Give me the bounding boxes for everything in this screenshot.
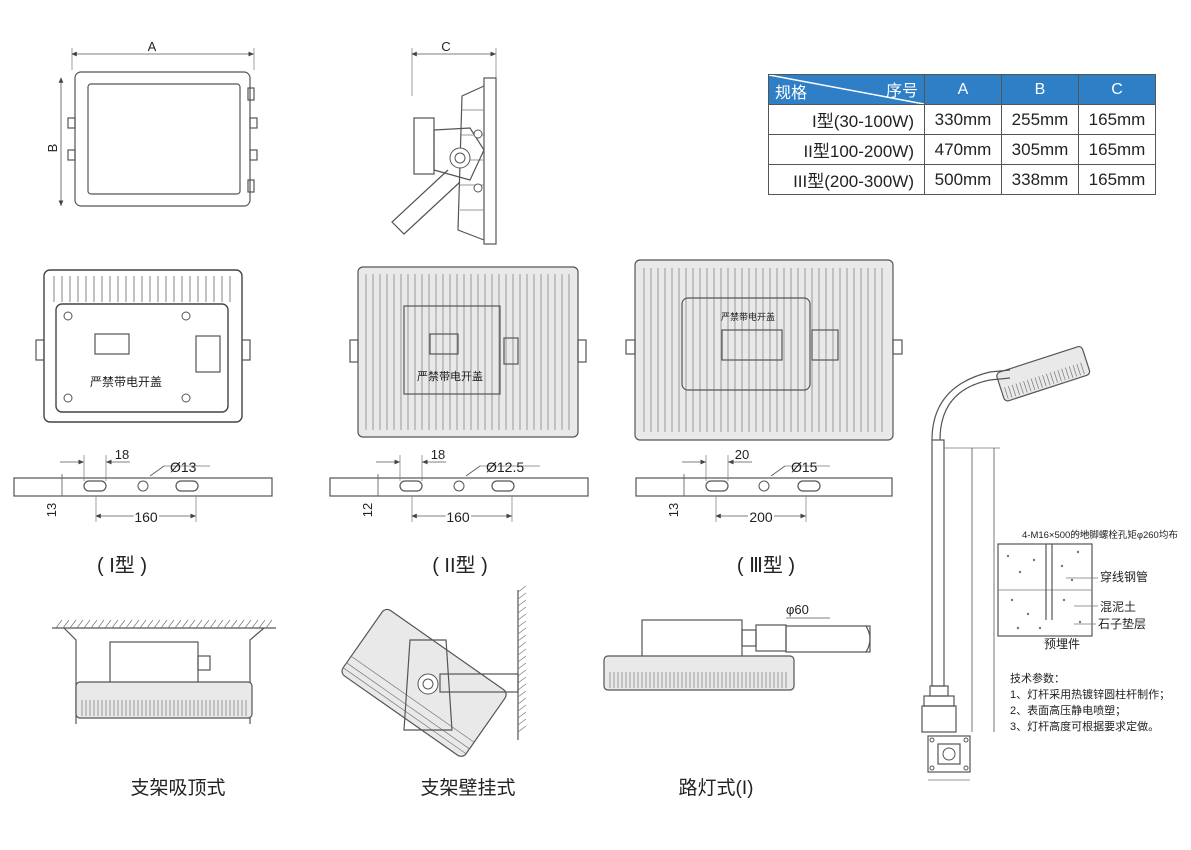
dim-c-label: C (441, 39, 450, 54)
row-3-label: III型(200-300W) (768, 164, 925, 195)
tech-item-3: 3、灯杆高度可根据要求定做。 (1010, 719, 1159, 733)
cover-label-2: 严禁带电开盖 (417, 369, 483, 383)
row-1-a: 330mm (924, 104, 1002, 135)
row-3-c: 165mm (1078, 164, 1156, 195)
street-mount: φ60 路灯式(I) (603, 602, 871, 799)
front-view: A B (45, 39, 258, 207)
bracket-1-edge: 13 (44, 503, 59, 517)
pole-bolt-note: 4-M16×500的地脚螺栓孔矩φ260均布 (1022, 529, 1178, 541)
pole-gravel: 石子垫层 (1098, 616, 1146, 631)
bracket-1-slot: 18 (115, 447, 129, 462)
wall-caption: 支架壁挂式 (420, 777, 515, 799)
bracket-3-edge: 13 (666, 503, 681, 517)
bracket-3: 20 Ø15 200 13 ( Ⅲ型 ) (635, 447, 893, 577)
dim-b-label: B (45, 144, 60, 153)
spec-header-row: 序号 规格 A B C (768, 74, 1156, 105)
spec-row: III型(200-300W) 500mm 338mm 165mm (768, 164, 1156, 195)
header-b: B (1001, 74, 1079, 105)
bracket-2-caption: ( II型 ) (432, 554, 488, 577)
corner-bottom-label: 规格 (775, 85, 808, 102)
street-pipe-label: φ60 (786, 602, 809, 617)
bracket-2-hole: Ø12.5 (486, 459, 524, 475)
corner-diagonal (769, 75, 924, 104)
bracket-2-slot: 18 (431, 447, 445, 462)
row-3-a: 500mm (924, 164, 1002, 195)
spec-row: II型100-200W) 470mm 305mm 165mm (768, 134, 1156, 165)
bracket-3-hole: Ø15 (791, 459, 818, 475)
back-view-3: 严禁带电开盖 (625, 259, 903, 441)
corner-top-label: 序号 (885, 83, 918, 100)
spec-row: I型(30-100W) 330mm 255mm 165mm (768, 104, 1156, 135)
tech-item-1: 1、灯杆采用热镀锌圆柱杆制作； (1010, 687, 1170, 701)
row-2-a: 470mm (924, 134, 1002, 165)
bracket-1: 18 Ø13 160 13 ( I型 ) (13, 447, 273, 577)
bracket-2: 18 Ø12.5 160 12 ( II型 ) (329, 447, 589, 577)
ceiling-caption: 支架吸顶式 (130, 777, 225, 799)
bracket-1-caption: ( I型 ) (97, 554, 147, 577)
header-c: C (1078, 74, 1156, 105)
cover-label-1: 严禁带电开盖 (90, 375, 162, 389)
row-2-c: 165mm (1078, 134, 1156, 165)
ceiling-mount: 支架吸顶式 (52, 619, 276, 799)
cover-label-3: 严禁带电开盖 (721, 311, 775, 322)
tech-title: 技术参数： (1010, 671, 1065, 685)
row-1-label: I型(30-100W) (768, 104, 925, 135)
dim-a-label: A (148, 39, 157, 54)
pole-embedded: 预埋件 (1044, 637, 1080, 651)
spec-corner-cell: 序号 规格 (768, 74, 925, 105)
pole-concrete: 混泥土 (1100, 600, 1136, 614)
tech-item-2: 2、表面高压静电喷塑； (1010, 703, 1126, 717)
bracket-2-span: 160 (446, 509, 470, 525)
bracket-1-span: 160 (134, 509, 158, 525)
row-1-b: 255mm (1001, 104, 1079, 135)
side-view: C (391, 39, 497, 245)
pole-drawing: 4-M16×500的地脚螺栓孔矩φ260均布 穿线钢管 混泥土 石子垫层 预埋件… (921, 345, 1178, 781)
bracket-1-hole: Ø13 (170, 459, 197, 475)
pole-conduit: 穿线钢管 (1100, 569, 1148, 584)
row-2-b: 305mm (1001, 134, 1079, 165)
back-view-2: 严禁带电开盖 (349, 266, 587, 438)
street-caption: 路灯式(I) (679, 777, 754, 799)
back-view-1: 严禁带电开盖 (35, 269, 251, 423)
spec-table: 序号 规格 A B C I型(30-100W) 330mm 255mm 165m… (768, 74, 1156, 195)
bracket-3-slot: 20 (735, 447, 749, 462)
row-3-b: 338mm (1001, 164, 1079, 195)
wall-mount: 支架壁挂式 (341, 585, 527, 799)
bracket-3-caption: ( Ⅲ型 ) (737, 554, 795, 577)
header-a: A (924, 74, 1002, 105)
bracket-3-span: 200 (749, 509, 773, 525)
row-1-c: 165mm (1078, 104, 1156, 135)
bracket-2-edge: 12 (360, 503, 375, 517)
row-2-label: II型100-200W) (768, 134, 925, 165)
